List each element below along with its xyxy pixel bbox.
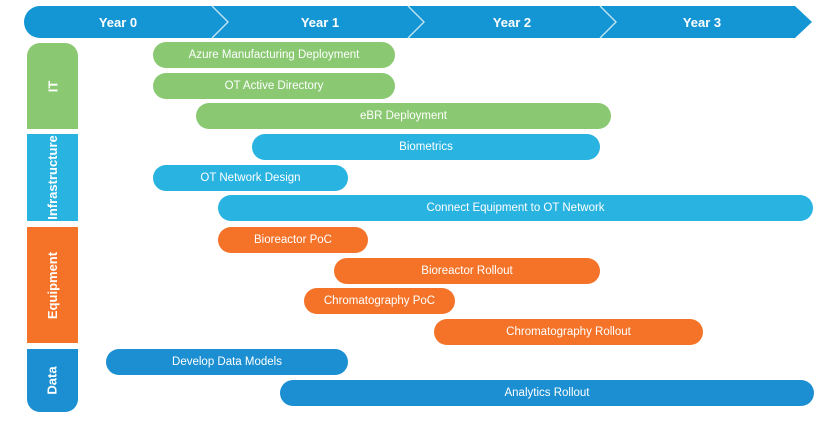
year-0-label: Year 0 xyxy=(99,15,137,30)
task-bioreactor-poc: Bioreactor PoC xyxy=(218,227,368,253)
lane-equipment: Equipment xyxy=(27,227,78,343)
timeline-divider xyxy=(407,5,425,39)
task-analytics-rollout: Analytics Rollout xyxy=(280,380,814,406)
year-timeline: Year 0 Year 1 Year 2 Year 3 xyxy=(24,5,812,39)
task-ebr-deployment: eBR Deployment xyxy=(196,103,611,129)
lane-it: IT xyxy=(27,43,78,129)
task-connect-equipment: Connect Equipment to OT Network xyxy=(218,195,813,221)
lane-it-label: IT xyxy=(45,80,60,92)
timeline-divider xyxy=(211,5,229,39)
task-azure-manufacturing-deployment: Azure Manufacturing Deployment xyxy=(153,42,395,68)
task-chromatography-poc: Chromatography PoC xyxy=(304,288,455,314)
year-2-label: Year 2 xyxy=(493,15,531,30)
lane-infrastructure: Infrastructure xyxy=(27,134,78,221)
task-biometrics: Biometrics xyxy=(252,134,600,160)
timeline-dividers xyxy=(211,5,617,39)
lane-equipment-label: Equipment xyxy=(45,251,61,319)
task-ot-active-directory: OT Active Directory xyxy=(153,73,395,99)
task-ot-network-design: OT Network Design xyxy=(153,165,348,191)
lane-data: Data xyxy=(27,349,78,412)
task-chromatography-rollout: Chromatography Rollout xyxy=(434,319,703,345)
timeline-divider xyxy=(599,5,617,39)
year-1-label: Year 1 xyxy=(301,15,339,30)
task-develop-data-models: Develop Data Models xyxy=(106,349,348,375)
year-3-label: Year 3 xyxy=(683,15,721,30)
lane-data-label: Data xyxy=(45,366,60,395)
task-bioreactor-rollout: Bioreactor Rollout xyxy=(334,258,600,284)
lane-infrastructure-label: Infrastructure xyxy=(45,135,60,220)
timeline-arrow xyxy=(24,6,812,38)
